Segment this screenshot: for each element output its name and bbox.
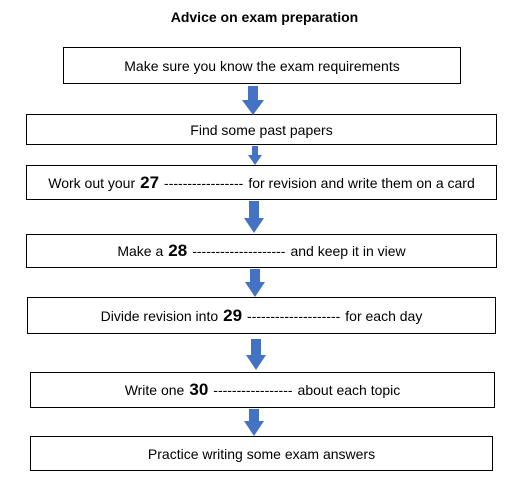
gap-28-blank: --------------------	[192, 243, 286, 259]
gap-30-blank: -----------------	[213, 382, 293, 398]
step-2-box: Find some past papers	[26, 114, 497, 145]
gap-29-number: 29	[223, 305, 243, 325]
down-arrow-icon	[248, 146, 262, 165]
step-5-before: Divide revision into	[100, 307, 219, 324]
down-arrow-icon	[244, 201, 264, 233]
step-6-after: about each topic	[297, 382, 401, 398]
diagram-title: Advice on exam preparation	[170, 9, 359, 25]
step-7-box: Practice writing some exam answers	[30, 436, 493, 471]
step-2-text: Find some past papers	[190, 121, 333, 138]
gap-27-blank: -----------------	[164, 174, 244, 191]
gap-30-number: 30	[189, 380, 209, 399]
gap-27-number: 27	[140, 172, 160, 192]
down-arrow-icon	[242, 86, 264, 115]
step-5-after: for each day	[345, 307, 423, 324]
step-6-before: Write one	[124, 382, 185, 398]
down-arrow-icon	[245, 269, 265, 297]
down-arrow-icon	[246, 339, 266, 370]
gap-28-number: 28	[168, 241, 188, 260]
step-1-box: Make sure you know the exam requirements	[63, 47, 461, 84]
step-4-after: and keep it in view	[290, 243, 406, 259]
step-3-before: Work out your	[48, 174, 136, 191]
step-7-text: Practice writing some exam answers	[147, 445, 376, 462]
gap-29-blank: --------------------	[247, 307, 341, 324]
step-3-after: for revision and write them on a card	[248, 174, 475, 191]
step-4-before: Make a	[117, 243, 164, 259]
down-arrow-icon	[244, 409, 264, 436]
step-1-text: Make sure you know the exam requirements	[124, 57, 400, 74]
